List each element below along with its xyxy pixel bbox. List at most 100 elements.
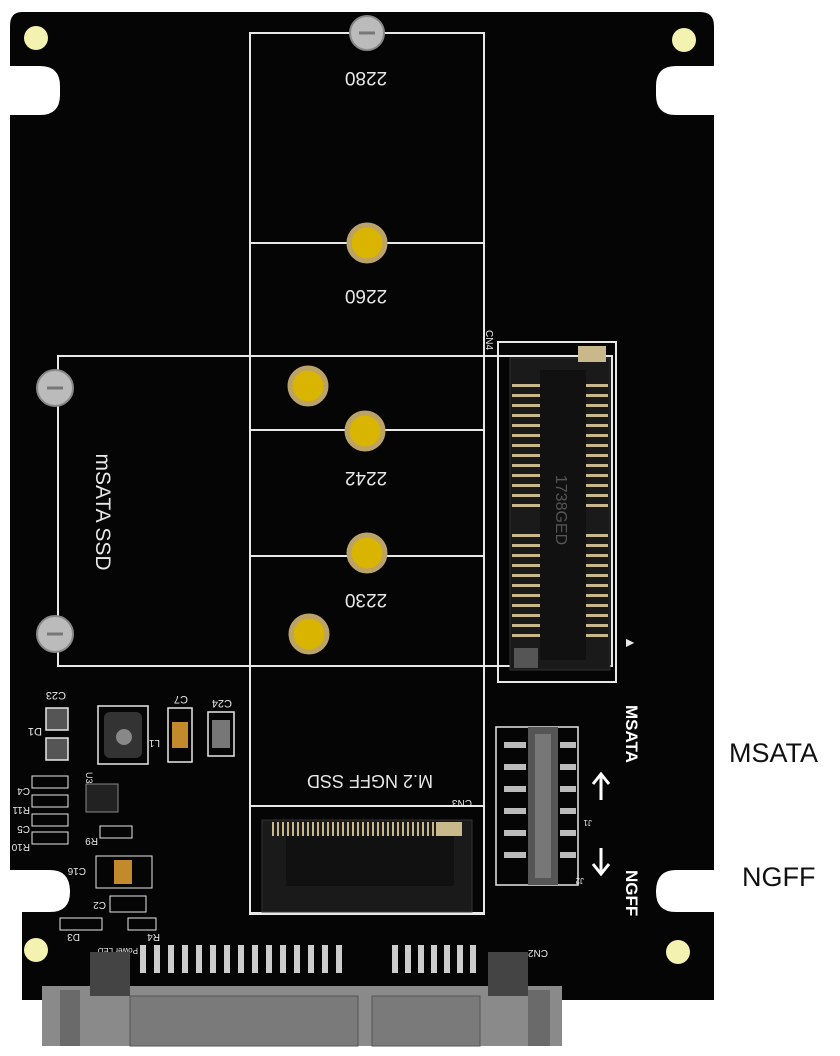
m2-pin: [412, 822, 414, 836]
msata-pin: [586, 504, 608, 507]
corner-mount-bl: [24, 938, 48, 962]
msata-pin: [512, 404, 540, 407]
m2-pin: [362, 822, 364, 836]
comp-r11: R11: [12, 804, 30, 815]
sata-pin: [252, 945, 258, 973]
sata-pin: [470, 945, 476, 973]
label-cn4: CN4: [483, 330, 494, 350]
label-cn2: CN2: [528, 947, 548, 958]
standoff-2242-a: [287, 365, 329, 407]
m2-pin: [387, 822, 389, 836]
msata-pin: [586, 454, 608, 457]
comp-c24: C24: [212, 697, 232, 709]
switch-pin: [504, 830, 526, 836]
sata-pin: [336, 945, 342, 973]
msata-pin: [512, 424, 540, 427]
sata-pin: [140, 945, 146, 973]
sata-pin: [280, 945, 286, 973]
msata-pin: [512, 604, 540, 607]
sata-pin: [294, 945, 300, 973]
label-2242: 2242: [345, 467, 387, 488]
m2-pin: [277, 822, 279, 836]
sata-pin: [392, 945, 398, 973]
m2-pin: [382, 822, 384, 836]
sata-pin: [210, 945, 216, 973]
m2-pin: [397, 822, 399, 836]
comp-c7: C7: [174, 693, 188, 705]
msata-pin: [586, 544, 608, 547]
msata-outline: [57, 355, 613, 667]
m2-pin: [347, 822, 349, 836]
sata-pin: [238, 945, 244, 973]
m2-pin: [377, 822, 379, 836]
comp-d1: D1: [28, 725, 42, 737]
m2-pin: [417, 822, 419, 836]
sata-pin: [266, 945, 272, 973]
m2-pin: [367, 822, 369, 836]
msata-pin: [586, 384, 608, 387]
comp-d3: D3: [67, 931, 80, 942]
switch-ngff-mark: NGFF: [622, 870, 641, 916]
m2-pin: [272, 822, 274, 836]
component-area: [31, 705, 235, 931]
msata-pin: [586, 444, 608, 447]
switch-pin: [560, 786, 576, 792]
comp-c2: C2: [93, 899, 106, 910]
label-m2-ngff-ssd: M.2 NGFF SSD: [307, 771, 433, 791]
switch-pin: [560, 830, 576, 836]
standoff-2260: [346, 222, 388, 264]
msata-pin: [512, 554, 540, 557]
m2-pin: [422, 822, 424, 836]
label-2280: 2280: [345, 67, 387, 88]
sata-pin: [418, 945, 424, 973]
comp-power-led: Power LED: [97, 946, 138, 955]
m2-pin: [352, 822, 354, 836]
comp-r9: R9: [85, 835, 98, 846]
comp-u3: U3: [84, 772, 94, 784]
switch-pin: [504, 742, 526, 748]
sata-pin: [444, 945, 450, 973]
comp-r10: R10: [11, 841, 30, 852]
msata-pin: [512, 534, 540, 537]
msata-pin: [586, 584, 608, 587]
msata-pin: [512, 384, 540, 387]
standoff-msata: [288, 613, 330, 655]
msata-pin: [512, 564, 540, 567]
label-msata-ssd: mSATA SSD: [91, 453, 114, 570]
msata-pin: [512, 494, 540, 497]
screw-2280: [349, 15, 385, 51]
mode-switch: MSATA NGFF J1 J2: [495, 705, 641, 916]
sata-pin: [154, 945, 160, 973]
label-cn3: CN3: [452, 797, 472, 808]
msata-pin: [586, 564, 608, 567]
msata-pin: [512, 544, 540, 547]
side-label-msata: MSATA: [729, 738, 819, 768]
switch-pin: [504, 808, 526, 814]
msata-pin: [512, 614, 540, 617]
standoff-2242-b: [344, 410, 386, 452]
sata-pin: [196, 945, 202, 973]
sata-pin: [457, 945, 463, 973]
msata-pin: [512, 464, 540, 467]
msata-pin: [586, 474, 608, 477]
msata-pin: [512, 504, 540, 507]
msata-pin: [586, 464, 608, 467]
connector-code: 1738GED: [552, 475, 569, 545]
m2-pin: [432, 822, 434, 836]
switch-pin: [560, 764, 576, 770]
side-label-ngff: NGFF: [742, 862, 816, 892]
m2-pin: [392, 822, 394, 836]
m2-pin: [357, 822, 359, 836]
switch-pin: [560, 742, 576, 748]
m2-pin: [307, 822, 309, 836]
switch-pin: [504, 764, 526, 770]
sata-pin: [182, 945, 188, 973]
msata-pin: [586, 394, 608, 397]
sata-connector: [42, 945, 562, 1047]
sata-pin: [308, 945, 314, 973]
msata-pin: [512, 454, 540, 457]
msata-pin: [512, 414, 540, 417]
msata-pin: [512, 624, 540, 627]
msata-pin: [512, 594, 540, 597]
